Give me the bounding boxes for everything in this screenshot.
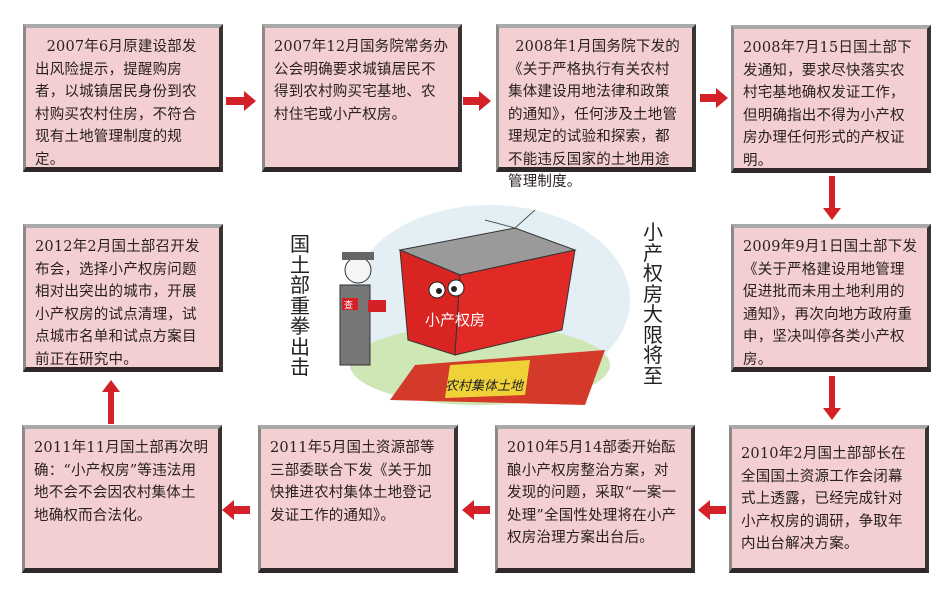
arrow-left-icon [462,500,490,520]
arrow-down-icon [823,176,841,220]
step-2007-06: 2007年6月原建设部发出风险提示，提醒购房者，以城镇居民身份到农村购买农村住房… [23,24,223,172]
left-caption: 国土部重拳出击 [290,232,310,379]
step-2009-09: 2009年9月1日国土部下发《关于严格建设用地管理促进批而未用土地利用的通知》，… [731,224,931,372]
step-2007-12: 2007年12月国务院常务办公会明确要求城镇居民不得到农村购买宅基地、农村住宅或… [262,24,462,172]
step-2011-05: 2011年5月国土资源部等三部委联合下发《关于加快推进农村集体土地登记发证工作的… [258,425,458,573]
arrow-left-icon [698,500,726,520]
step-2010-05: 2010年5月14部委开始酝酿小产权房整治方案，对发现的问题，采取“一案一处理”… [495,425,695,573]
step-2010-02: 2010年2月国土部部长在全国国土资源工作会闭幕式上透露，已经完成针对小产权房的… [729,425,929,573]
step-2008-01: 2008年1月国务院下发的《关于严格执行有关农村集体建设用地法律和政策的通知》，… [496,24,696,190]
arrow-up-icon [102,380,120,424]
armband-label: 查 [344,299,353,311]
step-2008-07: 2008年7月15日国土部下发通知，要求尽快落实农村宅基地确权发证工作，但明确指… [731,25,931,173]
house-label: 小产权房 [425,311,485,329]
arrow-down-icon [823,376,841,420]
step-2011-11: 2011年11月国土部再次明确：“小产权房”等违法用地不会不会因农村集体土地确权… [22,425,222,573]
inspector-figure [339,284,371,366]
ground-label: 农村集体土地 [445,379,525,394]
arrow-right-icon [226,91,256,111]
step-2012-02: 2012年2月国土部召开发布会，选择小产权房问题相对出突出的城市，开展小产权房的… [23,224,223,372]
cartoon-illustration: 农村集体土地 小产权房 查 [339,205,630,405]
arrow-left-icon [222,500,250,520]
arrow-right-icon [700,88,728,108]
arrow-right-icon [463,91,491,111]
right-caption: 小产权房大限将至 [643,220,663,388]
